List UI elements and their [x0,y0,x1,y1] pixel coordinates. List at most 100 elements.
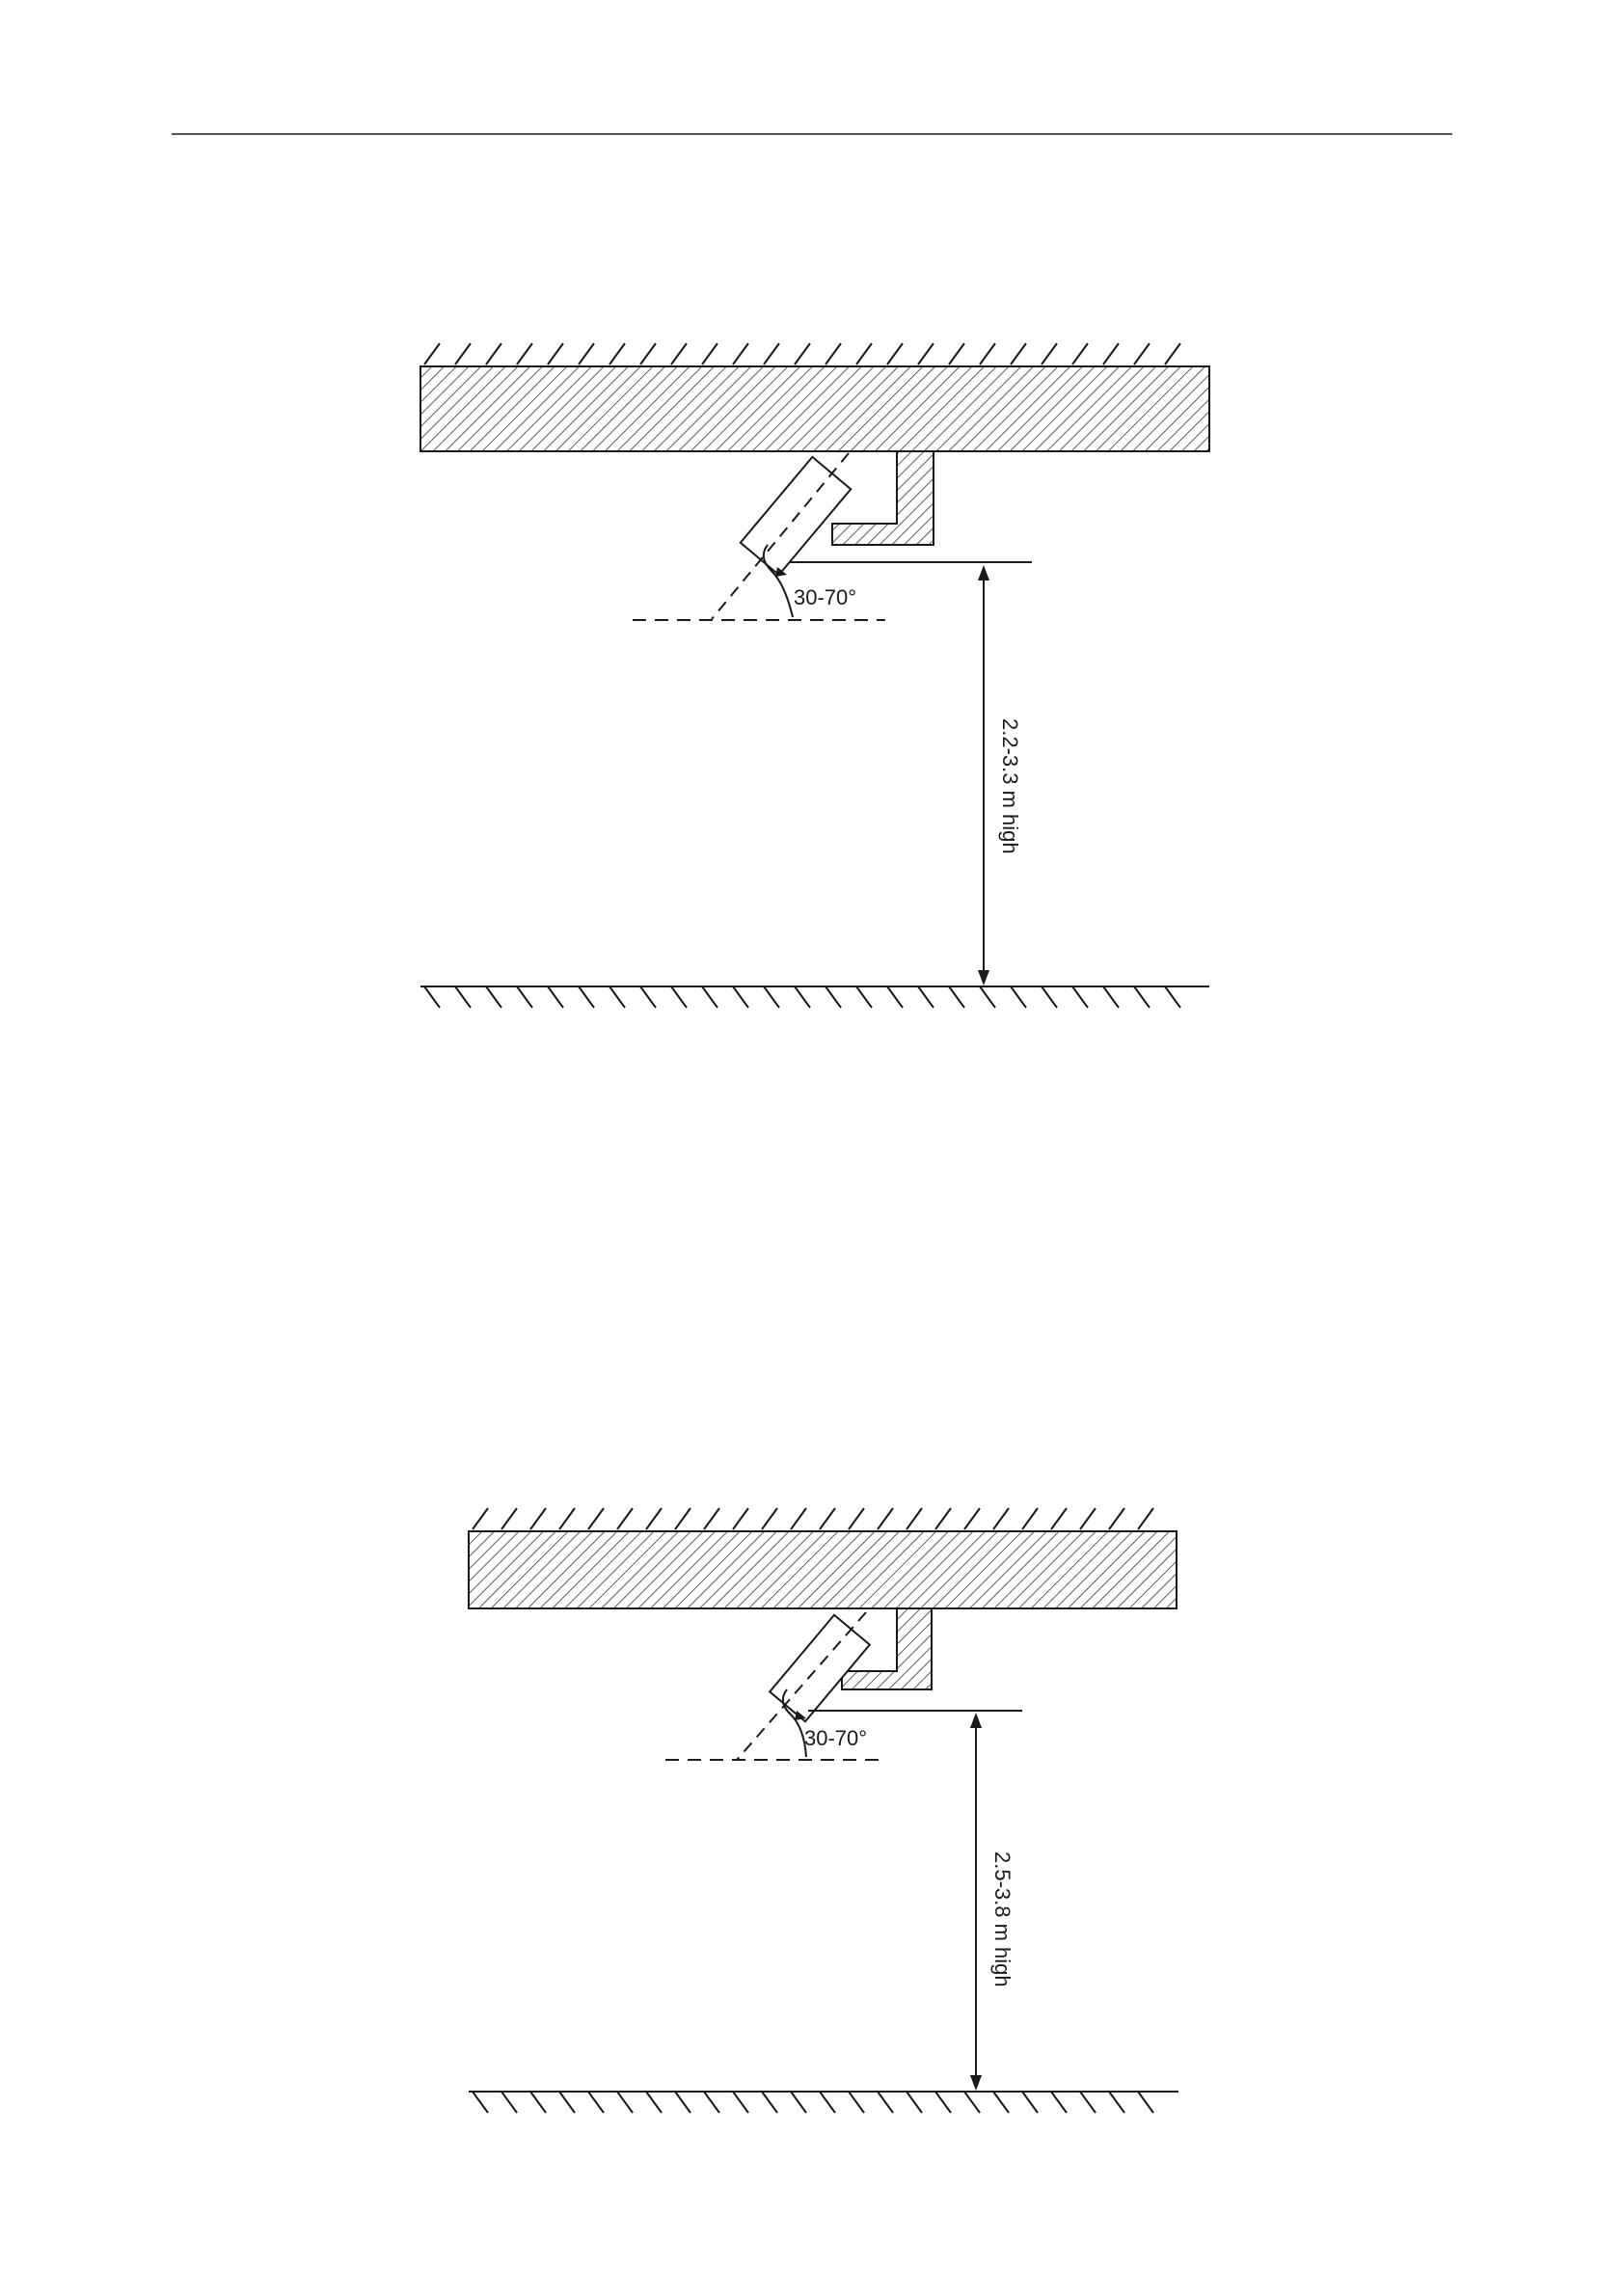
floor-hatch-ticks [424,986,1180,1008]
hatch-tick [473,2092,488,2113]
hatch-tick [1080,2092,1096,2113]
hatch-tick [980,986,995,1008]
hatch-tick [849,1508,864,1529]
hatch-tick [980,343,995,365]
hatch-tick [1011,986,1026,1008]
hatch-tick [820,2092,835,2113]
hatch-tick [1134,343,1150,365]
hatch-tick [486,343,501,365]
hatch-tick [517,343,532,365]
hatch-tick [993,1508,1009,1529]
hatch-tick [762,2092,777,2113]
wall-bracket [832,451,934,545]
hatch-tick [530,2092,546,2113]
hatch-tick [993,2092,1009,2113]
hatch-tick [548,986,563,1008]
ceiling-slab [420,366,1209,451]
hatch-tick [640,343,656,365]
hatch-tick [517,986,532,1008]
dimension-arrow-bottom [970,2075,982,2091]
hatch-tick [548,343,563,365]
hatch-tick [935,1508,951,1529]
hatch-tick [878,2092,893,2113]
hatch-tick [1080,1508,1096,1529]
dimension-arrow-bottom [978,970,989,986]
hatch-tick [820,1508,835,1529]
hatch-tick [918,986,934,1008]
hatch-tick [646,2092,662,2113]
hatch-tick [878,1508,893,1529]
hatch-tick [1165,343,1180,365]
hatch-tick [856,343,872,365]
hatch-tick [501,1508,517,1529]
hatch-tick [1165,986,1180,1008]
hatch-tick [609,343,625,365]
hatch-tick [559,1508,575,1529]
hatch-tick [671,986,687,1008]
hatch-tick [949,343,964,365]
hatch-tick [702,343,717,365]
angle-label: 30-70° [804,1726,867,1750]
hatch-tick [826,986,841,1008]
hatch-tick [1134,986,1150,1008]
hatch-tick [579,986,594,1008]
hatch-tick [617,2092,633,2113]
hatch-tick [887,343,903,365]
hatch-tick [907,2092,922,2113]
hatch-tick [791,2092,806,2113]
hatch-tick [1072,986,1088,1008]
hatch-tick [579,343,594,365]
hatch-tick [826,343,841,365]
hatch-tick [1103,986,1119,1008]
hatch-tick [1051,2092,1067,2113]
floor-hatch-ticks [473,2092,1153,2113]
hatch-tick [795,343,810,365]
hatch-tick [964,1508,980,1529]
hatch-tick [671,343,687,365]
hatch-tick [918,343,934,365]
hatch-tick [887,986,903,1008]
camera-body [741,457,851,575]
hatch-tick [907,1508,922,1529]
hatch-tick [849,2092,864,2113]
hatch-tick [1022,1508,1038,1529]
hatch-tick [588,2092,604,2113]
hatch-tick [424,986,440,1008]
mounting-diagram-1: 30-70° 2.2-3.3 m high [420,343,1209,1008]
hatch-tick [762,1508,777,1529]
hatch-tick [501,2092,517,2113]
hatch-tick [1042,343,1057,365]
hatch-tick [1109,1508,1124,1529]
hatch-tick [424,343,440,365]
hatch-tick [764,343,779,365]
hatch-tick [1051,1508,1067,1529]
hatch-tick [702,986,717,1008]
hatch-tick [675,2092,690,2113]
hatch-tick [935,2092,951,2113]
hatch-tick [617,1508,633,1529]
hatch-tick [791,1508,806,1529]
hatch-tick [733,1508,748,1529]
hatch-tick [1011,343,1026,365]
angle-label: 30-70° [794,585,856,609]
hatch-tick [559,2092,575,2113]
hatch-tick [1103,343,1119,365]
hatch-tick [473,1508,488,1529]
ceiling-hatch-ticks [473,1508,1153,1529]
dimension-arrow-top [970,1713,982,1728]
dimension-arrow-top [978,565,989,581]
height-label: 2.5-3.8 m high [990,1851,1015,1987]
ceiling-hatch-ticks [424,343,1180,365]
hatch-tick [1042,986,1057,1008]
hatch-tick [1138,2092,1153,2113]
hatch-tick [1072,343,1088,365]
hatch-tick [455,343,471,365]
hatch-tick [704,2092,719,2113]
hatch-tick [1109,2092,1124,2113]
mounting-diagram-2: 30-70° 2.5-3.8 m high [469,1508,1178,2113]
hatch-tick [964,2092,980,2113]
hatch-tick [704,1508,719,1529]
hatch-tick [646,1508,662,1529]
hatch-tick [609,986,625,1008]
